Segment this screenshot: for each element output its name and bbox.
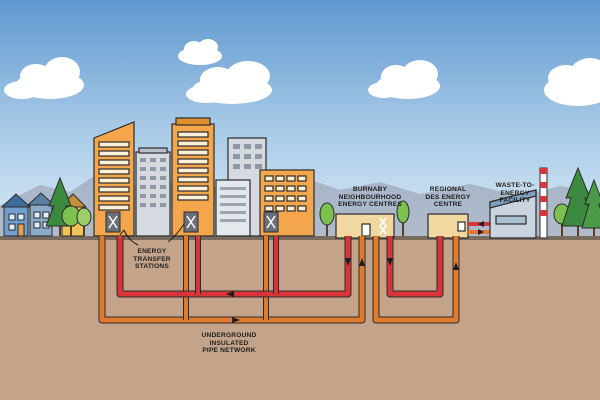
waste-to-energy-facility-label: WASTE-TO-ENERGY FACILITY bbox=[482, 182, 548, 205]
cloud-icon bbox=[544, 58, 600, 106]
label-line: UNDERGROUND bbox=[201, 332, 257, 339]
callout-lines bbox=[119, 223, 185, 246]
label-line: NEIGHBOURHOOD bbox=[338, 193, 402, 201]
label-line: WASTE-TO-ENERGY bbox=[495, 182, 535, 197]
label-line: INSULATED bbox=[209, 339, 249, 347]
office-building bbox=[215, 179, 251, 237]
cloud-icon bbox=[186, 61, 272, 104]
heat-exchanger-icon bbox=[379, 217, 387, 235]
burnaby-energy-centre bbox=[335, 213, 395, 239]
regional-des-energy-centre-label: REGIONAL DES ENERGY CENTRE bbox=[422, 186, 474, 209]
tree-icon bbox=[396, 200, 410, 236]
label-line: BURNABY bbox=[352, 186, 388, 193]
label-line: FACILITY bbox=[499, 197, 531, 205]
cloud-icon bbox=[368, 60, 440, 99]
cloud-icon bbox=[4, 57, 84, 99]
tower-building-2 bbox=[135, 147, 171, 237]
label-line: DES ENERGY bbox=[425, 193, 471, 201]
flow-arrow-icon bbox=[226, 221, 484, 323]
label-line: TRANSFER bbox=[133, 255, 171, 263]
burnaby-energy-centres-label: BURNABY NEIGHBOURHOOD ENERGY CENTRES bbox=[332, 186, 408, 209]
label-line: PIPE NETWORK bbox=[202, 347, 256, 355]
underground-pipe-network-label: UNDERGROUND INSULATED PIPE NETWORK bbox=[192, 332, 266, 355]
tower-building-1 bbox=[93, 121, 135, 237]
chimney-icon bbox=[539, 167, 548, 239]
heat-exchanger-icon bbox=[105, 211, 121, 233]
label-line: CENTRE bbox=[433, 201, 463, 209]
heat-exchanger-icon bbox=[183, 211, 199, 233]
heat-exchanger-icon bbox=[263, 211, 279, 233]
tree-icon bbox=[319, 202, 335, 236]
tree-icon bbox=[581, 178, 600, 236]
ground-line bbox=[0, 236, 600, 240]
label-line: REGIONAL bbox=[429, 186, 467, 193]
regional-des-energy-centre bbox=[427, 213, 469, 239]
label-line: STATIONS bbox=[135, 263, 169, 271]
cloud-icon bbox=[178, 39, 222, 65]
label-line: ENERGY CENTRES bbox=[338, 201, 402, 209]
energy-transfer-stations-label: ENERGY TRANSFER STATIONS bbox=[130, 248, 174, 271]
label-line: ENERGY bbox=[137, 248, 167, 255]
tree-icon bbox=[76, 207, 92, 236]
waste-to-energy-facility bbox=[489, 189, 537, 239]
house-left-1 bbox=[0, 193, 32, 237]
